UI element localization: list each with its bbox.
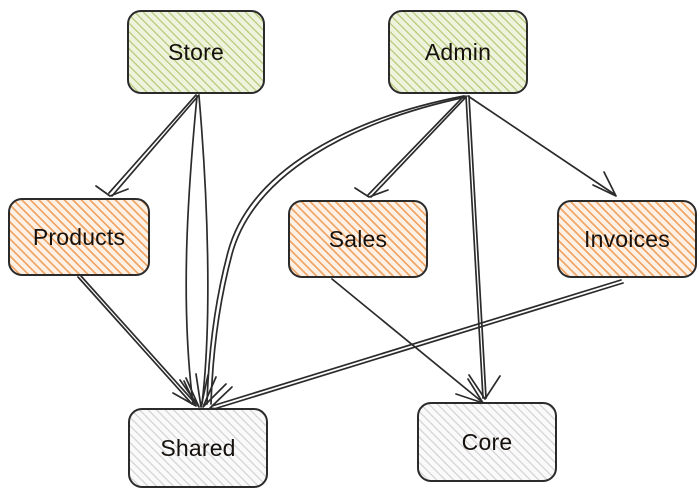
edge-store-to-shared-b xyxy=(198,95,209,405)
edge-admin-to-core xyxy=(465,95,501,400)
node-label-admin: Admin xyxy=(424,38,492,65)
edge-admin-to-shared xyxy=(206,95,467,405)
node-label-invoices: Invoices xyxy=(584,225,670,252)
node-admin[interactable]: Admin xyxy=(388,10,528,94)
edge-admin-to-invoices xyxy=(467,95,617,197)
node-core[interactable]: Core xyxy=(417,402,557,482)
node-invoices[interactable]: Invoices xyxy=(557,200,697,278)
edge-store-to-products xyxy=(95,94,200,197)
node-label-shared: Shared xyxy=(160,434,236,461)
node-products[interactable]: Products xyxy=(8,198,150,276)
node-label-store: Store xyxy=(168,38,224,65)
edge-products-to-shared xyxy=(77,275,197,407)
node-label-products: Products xyxy=(32,223,126,250)
edge-sales-to-core xyxy=(331,278,484,404)
node-store[interactable]: Store xyxy=(127,10,265,94)
edge-store-to-shared-a xyxy=(185,95,198,405)
edge-admin-to-sales xyxy=(354,95,467,198)
node-label-sales: Sales xyxy=(328,225,388,252)
node-label-core: Core xyxy=(461,428,513,455)
edge-invoices-to-shared xyxy=(209,279,624,413)
node-shared[interactable]: Shared xyxy=(128,408,268,488)
node-sales[interactable]: Sales xyxy=(288,200,428,278)
shared-arrowhead-cluster xyxy=(179,373,227,408)
